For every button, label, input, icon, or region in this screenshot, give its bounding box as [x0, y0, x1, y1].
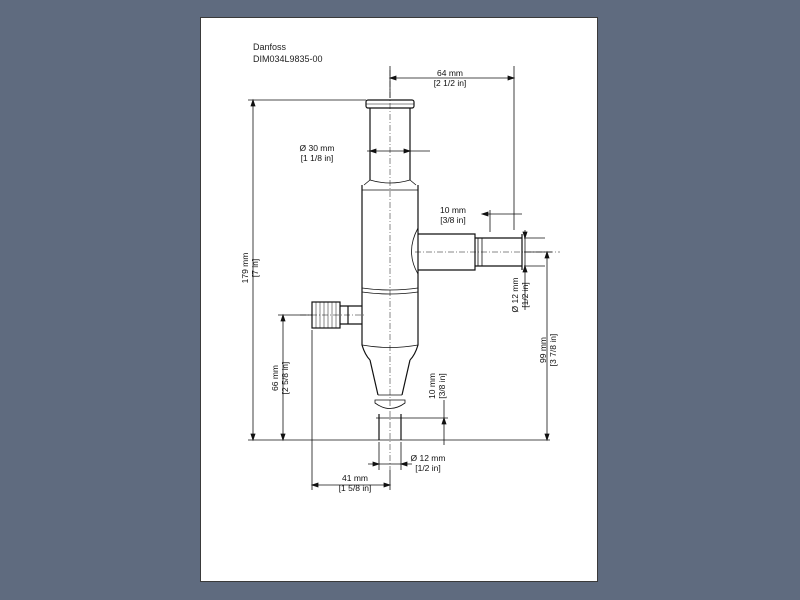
brand-label: Danfoss	[253, 42, 287, 52]
drawing-sheet	[200, 17, 598, 582]
dim-179-label: 179 mm [7 in]	[240, 252, 260, 284]
dim-64-label: 64 mm [2 1/2 in]	[433, 68, 467, 88]
left-port-stem	[340, 305, 362, 325]
dim-12-side-label: Ø 12 mm [1/2 in]	[510, 277, 530, 313]
dim-10-bottom-label: 10 mm [3/8 in]	[427, 373, 447, 399]
reducer-cone	[369, 359, 411, 396]
dim-66-label: 66 mm [2 5/8 in]	[270, 361, 290, 395]
dim-10-side-label: 10 mm [3/8 in]	[440, 205, 466, 225]
dim-30-label: Ø 30 mm [1 1/8 in]	[299, 143, 335, 163]
dim-99-label: 99 mm [3 7/8 in]	[538, 333, 558, 367]
side-port-tube	[418, 233, 476, 271]
dim-12-bottom-label: Ø 12 mm [1/2 in]	[410, 453, 446, 473]
dim-41-label: 41 mm [1 5/8 in]	[338, 473, 372, 493]
drawing-id-label: DIM034L9835-00	[253, 54, 323, 64]
top-tube	[369, 108, 411, 180]
side-port-weld	[411, 227, 419, 275]
